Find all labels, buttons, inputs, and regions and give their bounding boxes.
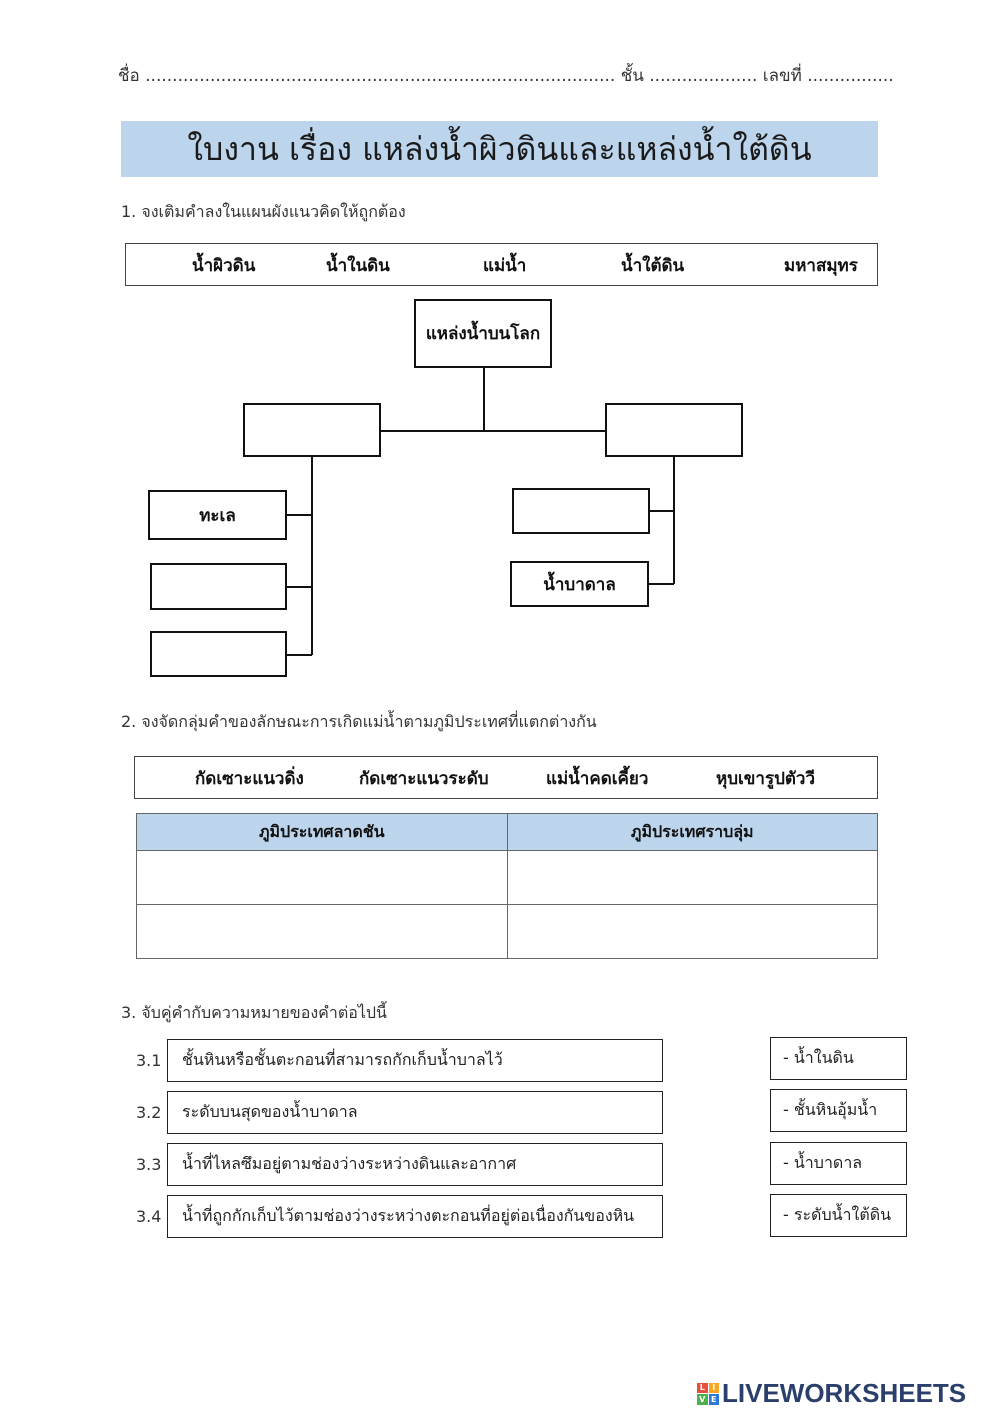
class-label: ชั้น (620, 66, 644, 86)
diagram-right-leaf-box[interactable] (512, 488, 650, 534)
connector-line (648, 583, 674, 585)
connector-line (380, 430, 606, 432)
logo-text: LIVEWORKSHEETS (722, 1378, 967, 1408)
q3-instruction: 3. จับคู่คำกับความหมายของคำต่อไปนี้ (121, 1003, 387, 1022)
table-row (136, 904, 878, 959)
q1-instruction: 1. จงเติมคำลงในแผนผังแนวคิดให้ถูกต้อง (121, 202, 406, 221)
title-banner: ใบงาน เรื่อง แหล่งน้ำผิวดินและแหล่งน้ำใต… (121, 121, 878, 177)
item-number: 3.1 (136, 1051, 162, 1070)
connector-line (673, 456, 675, 584)
word-bank-item: แม่น้ำ (483, 256, 527, 276)
diagram-left-leaf-box[interactable] (150, 563, 287, 610)
definition-box[interactable]: น้ำที่ไหลซึมอยู่ตามช่องว่างระหว่างดินและ… (167, 1143, 663, 1186)
answer-cell[interactable] (506, 850, 878, 905)
diagram-root-box: แหล่งน้ำบนโลก (414, 299, 552, 368)
student-info-line: ชื่อ ...................................… (118, 62, 894, 89)
connector-line (311, 456, 313, 655)
name-label: ชื่อ (118, 66, 140, 86)
item-number: 3.4 (136, 1207, 162, 1226)
item-number: 3.2 (136, 1103, 162, 1122)
diagram-right-leaf-box: น้ำบาดาล (510, 561, 649, 607)
diagram-right-child-box[interactable] (605, 403, 743, 457)
word-bank-item: มหาสมุทร (784, 256, 858, 276)
definition-box[interactable]: น้ำที่ถูกกักเก็บไว้ตามช่องว่างระหว่างตะก… (167, 1195, 663, 1238)
definition-box[interactable]: ชั้นหินหรือชั้นตะกอนที่สามารถกักเก็บน้ำบ… (167, 1039, 663, 1082)
answer-option-box[interactable]: - น้ำบาดาล (770, 1142, 907, 1185)
logo-mark-icon: L I V E (697, 1382, 719, 1405)
word-bank-item: น้ำใต้ดิน (621, 256, 685, 276)
word-bank-item: กัดเซาะแนวระดับ (359, 769, 489, 789)
answer-cell[interactable] (506, 904, 878, 959)
definition-box[interactable]: ระดับบนสุดของน้ำบาดาล (167, 1091, 663, 1134)
diagram-left-leaf-box: ทะเล (148, 490, 287, 540)
number-label: เลขที่ (762, 66, 802, 86)
diagram-left-leaf-box[interactable] (150, 631, 287, 677)
number-field[interactable]: ................ (807, 66, 894, 86)
grouping-table: ภูมิประเทศลาดชัน ภูมิประเทศราบลุ่ม (136, 813, 878, 959)
diagram-left-child-box[interactable] (243, 403, 381, 457)
logo-square: V (697, 1394, 708, 1405)
logo-square: E (708, 1394, 719, 1405)
word-bank-item: แม่น้ำคดเคี้ยว (546, 769, 649, 789)
word-bank-item: น้ำผิวดิน (192, 256, 256, 276)
table-header-steep: ภูมิประเทศลาดชัน (136, 813, 508, 851)
connector-line (648, 510, 674, 512)
answer-option-box[interactable]: - น้ำในดิน (770, 1037, 907, 1080)
logo-square: L (697, 1382, 708, 1393)
connector-line (483, 368, 485, 431)
answer-cell[interactable] (136, 904, 508, 959)
answer-option-box[interactable]: - ชั้นหินอุ้มน้ำ (770, 1089, 907, 1132)
name-field[interactable]: ........................................… (145, 66, 616, 86)
word-bank-item: น้ำในดิน (326, 256, 390, 276)
connector-line (286, 586, 312, 588)
q2-instruction: 2. จงจัดกลุ่มคำของลักษณะการเกิดแม่น้ำตาม… (121, 712, 597, 731)
table-header-plain: ภูมิประเทศราบลุ่ม (506, 813, 878, 851)
answer-cell[interactable] (136, 850, 508, 905)
logo-square: I (708, 1382, 719, 1393)
table-header-row: ภูมิประเทศลาดชัน ภูมิประเทศราบลุ่ม (136, 813, 878, 851)
table-row (136, 850, 878, 905)
answer-option-box[interactable]: - ระดับน้ำใต้ดิน (770, 1194, 907, 1237)
word-bank-item: กัดเซาะแนวดิ่ง (195, 769, 304, 789)
q2-word-bank: กัดเซาะแนวดิ่ง กัดเซาะแนวระดับ แม่น้ำคดเ… (134, 756, 878, 799)
q1-word-bank: น้ำผิวดิน น้ำในดิน แม่น้ำ น้ำใต้ดิน มหาส… (125, 243, 878, 286)
page-title: ใบงาน เรื่อง แหล่งน้ำผิวดินและแหล่งน้ำใต… (187, 129, 812, 168)
class-field[interactable]: .................... (649, 66, 758, 86)
liveworksheets-logo: L I V E LIVEWORKSHEETS (697, 1378, 966, 1409)
item-number: 3.3 (136, 1155, 162, 1174)
word-bank-item: หุบเขารูปตัววี (716, 769, 816, 789)
connector-line (286, 514, 312, 516)
connector-line (286, 654, 312, 656)
